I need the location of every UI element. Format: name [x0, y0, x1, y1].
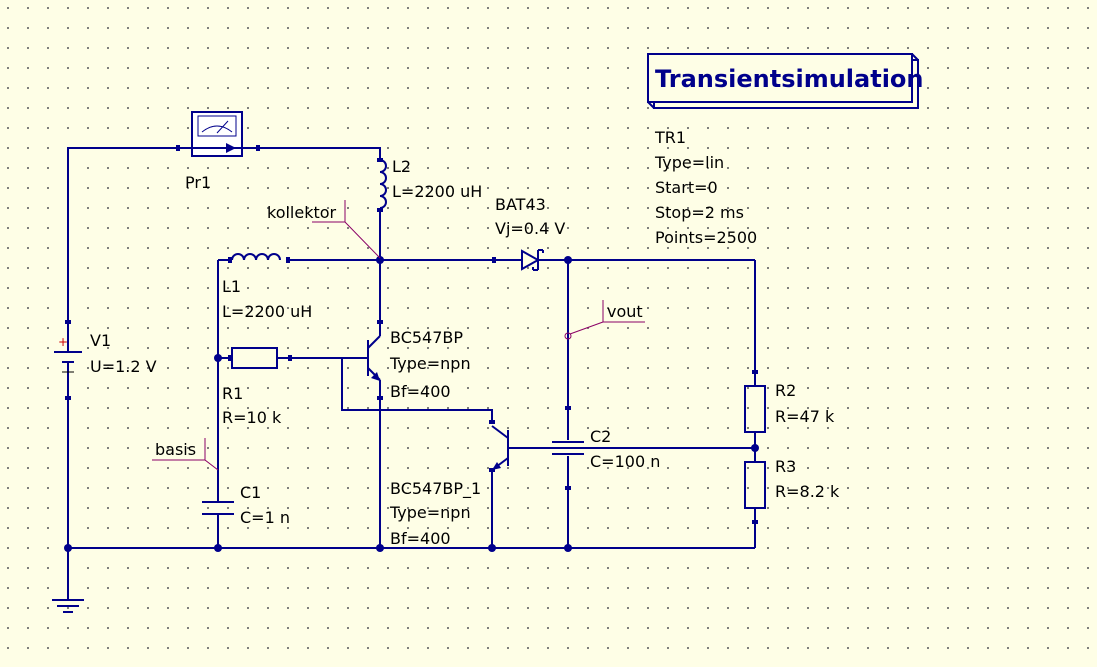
c2-name: C2	[590, 427, 611, 446]
r3-value: R=8.2 k	[775, 482, 840, 501]
v1-name: V1	[90, 331, 111, 350]
ground-symbol[interactable]	[52, 599, 84, 613]
current-probe-pr1[interactable]: Pr1	[176, 111, 260, 192]
net-label-vout[interactable]: vout	[564, 300, 645, 340]
r1-value: R=10 k	[222, 408, 282, 427]
r2-value: R=47 k	[775, 407, 835, 426]
capacitor-c2[interactable]: C2 C=100 n	[552, 406, 660, 490]
inductor-l1[interactable]: L1 L=2200 uH	[222, 253, 312, 321]
c1-value: C=1 n	[240, 508, 290, 527]
inductor-l2[interactable]: L2 L=2200 uH	[377, 157, 482, 212]
l1-name: L1	[222, 277, 241, 296]
c2-value: C=100 n	[590, 452, 660, 471]
resistor-r1[interactable]: R1 R=10 k	[222, 347, 292, 427]
transistor-t2[interactable]: BC547BP_1 Type=npn Bf=400	[389, 420, 520, 548]
junction-nodes	[64, 256, 759, 552]
net-label-kollektor[interactable]: kollektor	[267, 200, 381, 259]
t2-bf: Bf=400	[390, 529, 451, 548]
sim-start: Start=0	[655, 178, 718, 197]
diode-bat43[interactable]: BAT43 Vj=0.4 V	[492, 195, 568, 271]
pr1-name: Pr1	[185, 173, 211, 192]
voltage-source-v1[interactable]: + V1 U=1.2 V	[54, 320, 157, 400]
t1-type: Type=npn	[389, 354, 471, 373]
title-box[interactable]: Transientsimulation	[647, 53, 924, 109]
sim-stop: Stop=2 ms	[655, 203, 744, 222]
sim-points: Points=2500	[655, 228, 757, 247]
sim-name: TR1	[654, 128, 686, 147]
r3-name: R3	[775, 457, 796, 476]
kollektor-label: kollektor	[267, 203, 337, 222]
l2-value: L=2200 uH	[392, 182, 482, 201]
title-text: Transientsimulation	[655, 65, 924, 93]
l1-value: L=2200 uH	[222, 302, 312, 321]
c1-name: C1	[240, 483, 261, 502]
resistor-r2[interactable]: R2 R=47 k	[744, 370, 835, 433]
net-label-basis[interactable]: basis	[152, 438, 219, 471]
d1-name: BAT43	[495, 195, 546, 214]
basis-label: basis	[155, 440, 196, 459]
d1-value: Vj=0.4 V	[495, 219, 565, 238]
simulation-block-tr1[interactable]: TR1 Type=lin Start=0 Stop=2 ms Points=25…	[654, 128, 757, 247]
t1-bf: Bf=400	[390, 382, 451, 401]
capacitor-c1[interactable]: C1 C=1 n	[202, 483, 290, 527]
t1-name: BC547BP	[390, 328, 463, 347]
resistor-r3[interactable]: R3 R=8.2 k	[744, 457, 840, 524]
t2-name: BC547BP_1	[390, 479, 481, 499]
t2-type: Type=npn	[389, 503, 471, 522]
r2-name: R2	[775, 381, 796, 400]
v1-plus-sign: +	[58, 335, 68, 349]
sim-type: Type=lin	[654, 153, 724, 172]
transistor-t1[interactable]: BC547BP Type=npn Bf=400	[355, 320, 471, 401]
r1-name: R1	[222, 384, 243, 403]
v1-value: U=1.2 V	[90, 357, 157, 376]
l2-name: L2	[392, 157, 411, 176]
vout-label: vout	[607, 302, 643, 321]
